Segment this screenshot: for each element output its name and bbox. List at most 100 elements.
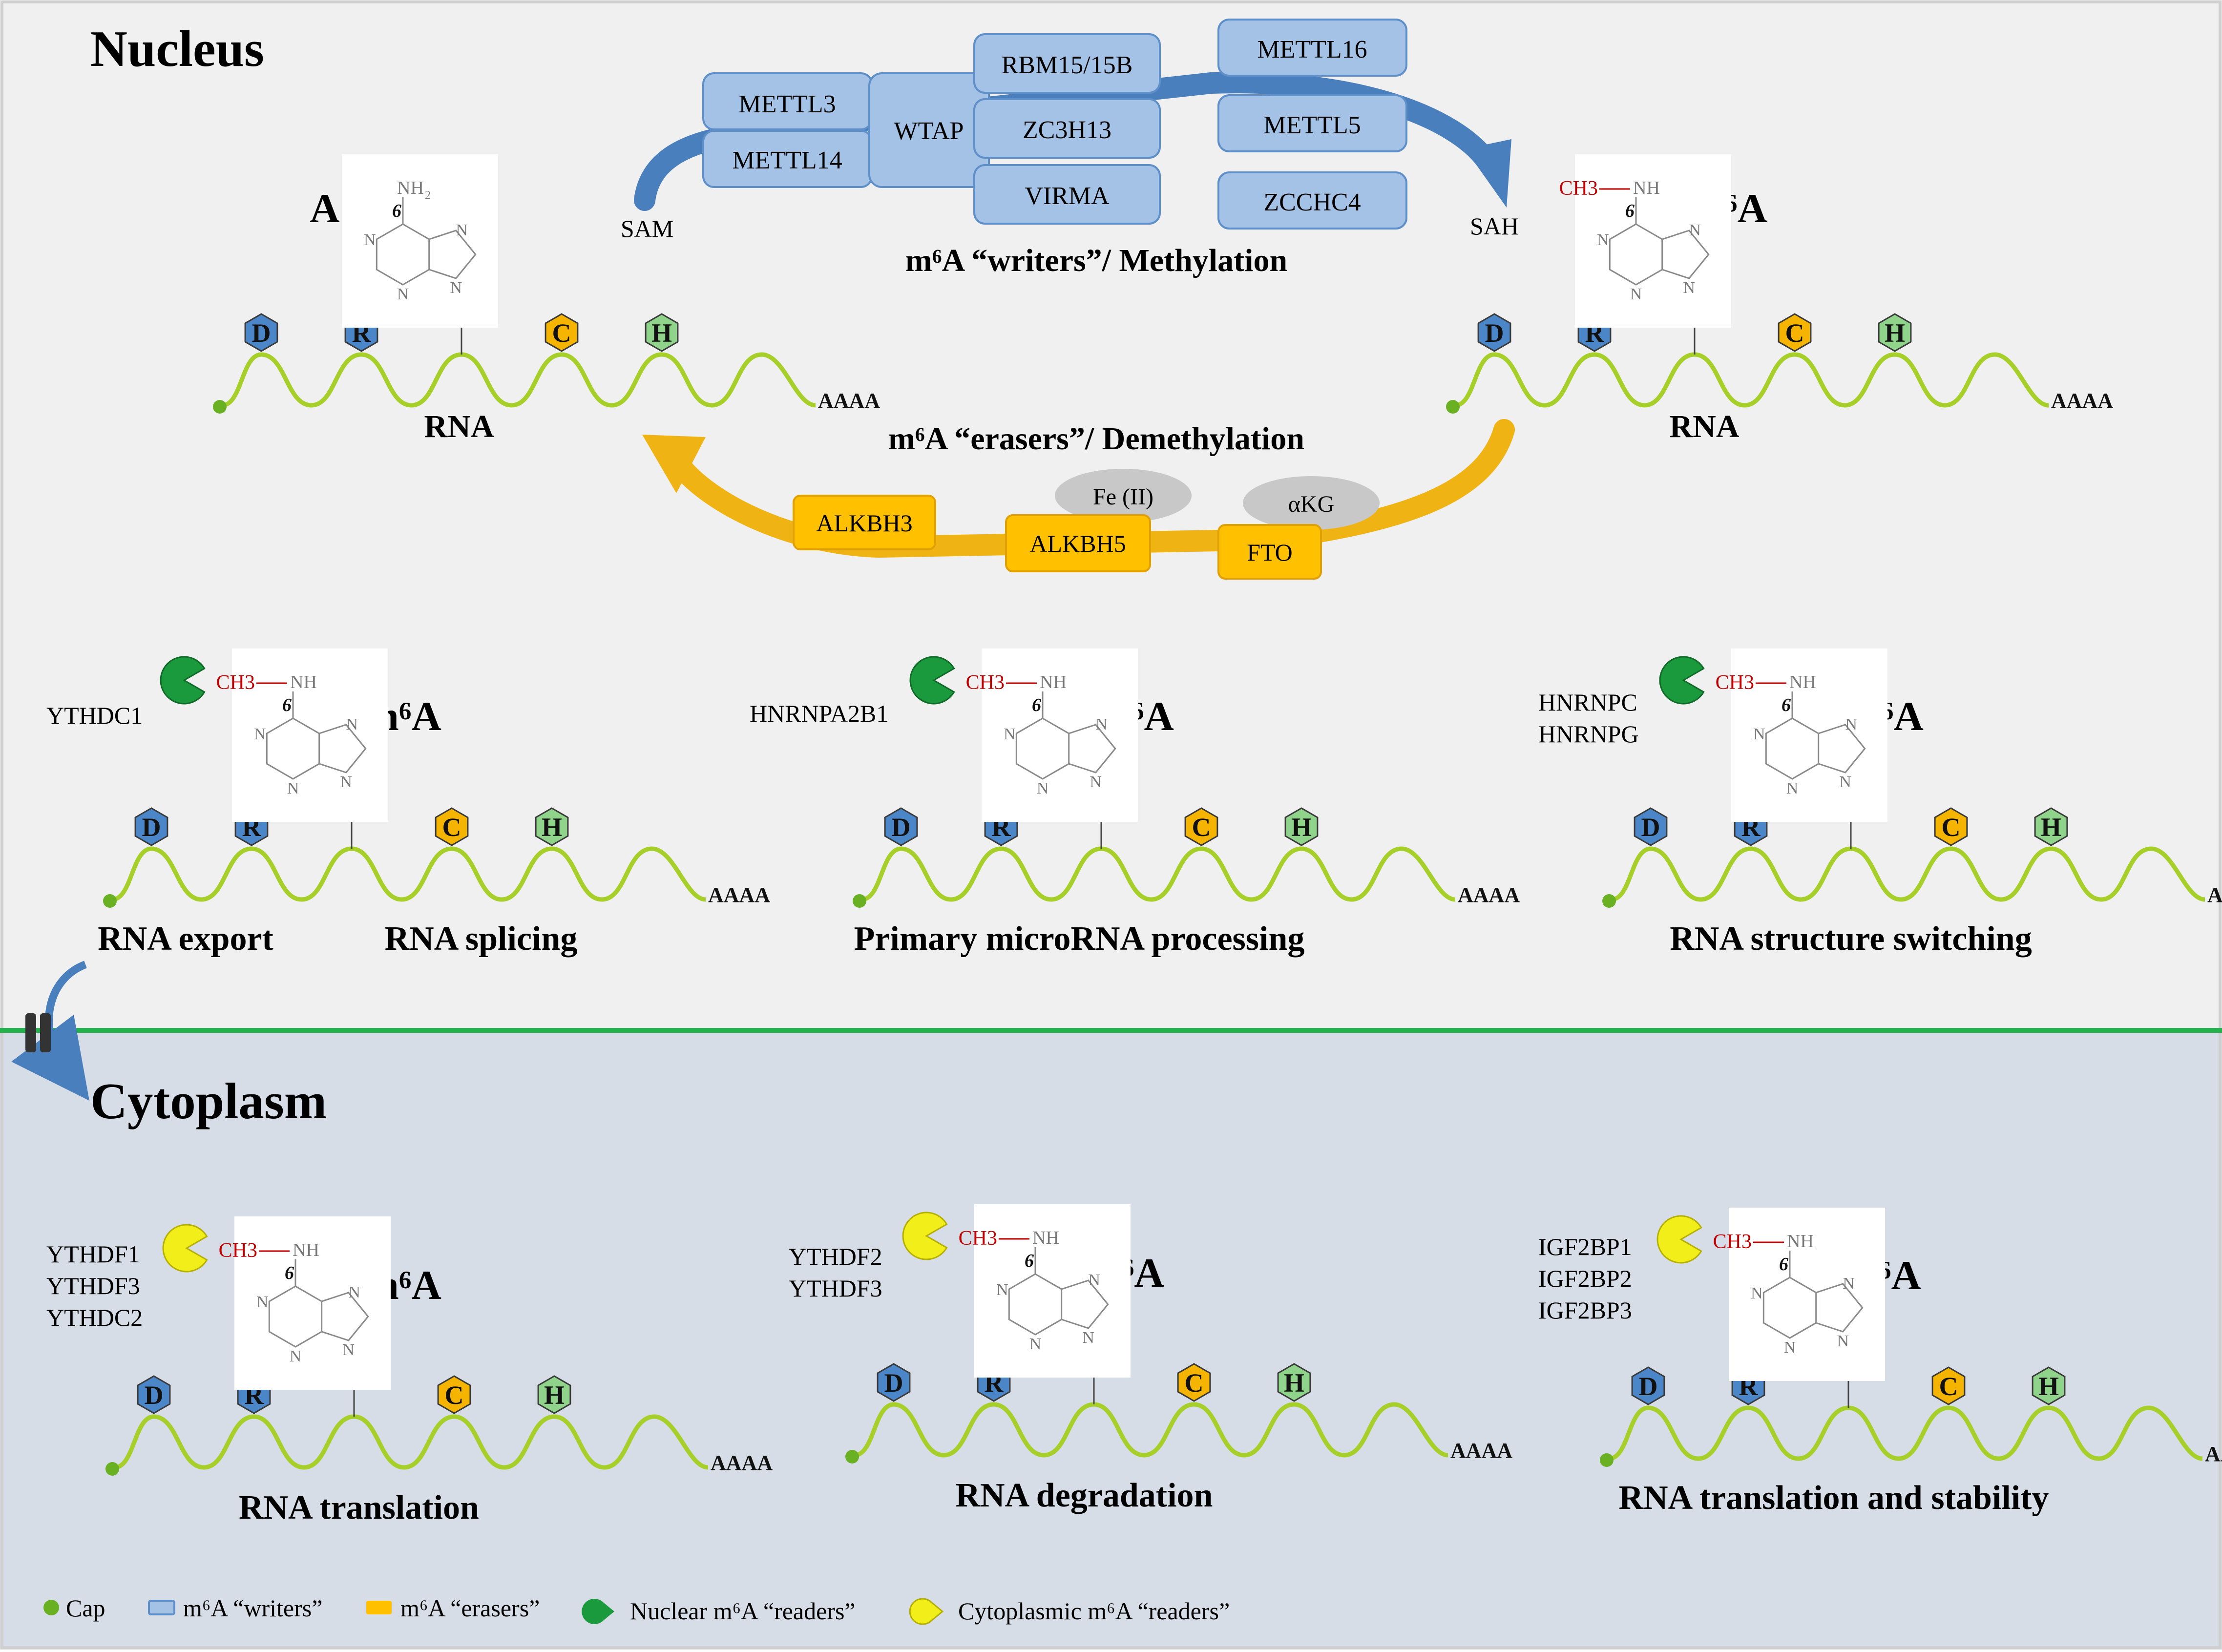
nuclear-2-n7-label: N bbox=[1095, 715, 1108, 733]
top-right-rna-strand bbox=[1455, 352, 2049, 408]
writer-box-mettl5[interactable] bbox=[1217, 94, 1407, 152]
cyto-2-yellow-pacman-icon bbox=[902, 1212, 948, 1260]
writer-box-zcchc4[interactable] bbox=[1217, 171, 1407, 230]
cyto-3-rna-strand bbox=[1609, 1405, 2203, 1461]
cyto-3-n7-label: N bbox=[1843, 1275, 1855, 1293]
cyto-1-yellow-pacman-icon bbox=[162, 1224, 208, 1273]
cyto-1-n7-label: N bbox=[348, 1283, 360, 1301]
writer-box-zc3h13[interactable] bbox=[973, 98, 1161, 159]
cofactor-fe-ellipse bbox=[1055, 469, 1192, 523]
nuclear-1-hex-c-label: C bbox=[442, 813, 461, 842]
cyto-1-hex-d-label: D bbox=[145, 1380, 164, 1410]
cyto-3-position-label: 6 bbox=[1779, 1254, 1788, 1275]
eraser-fto-label: FTO bbox=[1247, 539, 1293, 566]
top-left-polya-label: AAAA bbox=[818, 389, 880, 413]
methylation-arrowhead-icon bbox=[1465, 139, 1511, 208]
cyto-1-n3-label: N bbox=[290, 1347, 302, 1365]
cyto-1-cap-icon bbox=[105, 1462, 119, 1476]
top-right-ch3-label: CH3 bbox=[1559, 177, 1598, 200]
cyto-1-hex-d-icon bbox=[137, 1375, 171, 1414]
writer-virma-label: VIRMA bbox=[1025, 182, 1110, 210]
nuclear-reader-1-label: YTHDC1 bbox=[46, 702, 143, 729]
nuclear-3-n1-label: N bbox=[1753, 725, 1765, 743]
cyto-3-n1-label: N bbox=[1751, 1284, 1763, 1302]
nuclear-1-base-backdrop bbox=[232, 648, 388, 822]
eraser-box-alkbh3[interactable] bbox=[793, 495, 936, 550]
nuclear-2-nh-label: NH bbox=[1040, 672, 1067, 692]
nuclear-2-ch3-label: CH3 bbox=[966, 671, 1005, 694]
writer-box-mettl16[interactable] bbox=[1217, 19, 1407, 77]
cyto-1-n1-label: N bbox=[256, 1293, 269, 1311]
nuclear-1-adenine-structure bbox=[266, 691, 367, 780]
function-rna-splicing: RNA splicing bbox=[385, 920, 578, 958]
function-rna-translation: RNA translation bbox=[239, 1489, 479, 1527]
nuclear-1-hex-h-icon bbox=[535, 807, 569, 846]
top-left-n9-label: N bbox=[450, 279, 462, 297]
top-right-polya-label: AAAA bbox=[2051, 389, 2113, 413]
cyto-1-hex-c-icon bbox=[437, 1375, 471, 1414]
top-left-position-label: 6 bbox=[392, 201, 401, 221]
writer-box-rbm15[interactable] bbox=[973, 33, 1161, 94]
top-left-n7-label: N bbox=[456, 221, 468, 239]
cyto-1-hex-h-label: H bbox=[544, 1380, 565, 1410]
cyto-2-ch3-label: CH3 bbox=[959, 1227, 997, 1250]
nuclear-2-hex-h-label: H bbox=[1291, 813, 1312, 842]
nuclear-pore-left-icon bbox=[25, 1013, 36, 1052]
top-right-hex-h-label: H bbox=[1885, 318, 1905, 348]
cyto-3-adenine-structure bbox=[1762, 1251, 1864, 1339]
cyto-3-cap-icon bbox=[1600, 1453, 1614, 1467]
nuclear-2-position-label: 6 bbox=[1032, 695, 1041, 715]
legend-writers-label: m⁶A “writers” bbox=[183, 1594, 322, 1622]
legend-yellow-pacman-icon bbox=[909, 1598, 944, 1625]
nuclear-2-hex-c-label: C bbox=[1192, 813, 1211, 842]
nuclear-2-rna-strand bbox=[861, 846, 1456, 902]
cofactor-akg-ellipse bbox=[1243, 476, 1380, 530]
eraser-box-alkbh5[interactable] bbox=[1005, 514, 1151, 572]
nuclear-3-n7-label: N bbox=[1845, 715, 1857, 733]
function-rna-translation-stability: RNA translation and stability bbox=[1619, 1479, 2049, 1517]
nuclear-2-n3-label: N bbox=[1037, 779, 1049, 797]
nuclear-2-polya-label: AAAA bbox=[1458, 883, 1520, 907]
cyto-reader-2a-label: YTHDF2 bbox=[789, 1243, 882, 1270]
nuclear-3-adenine-structure bbox=[1765, 691, 1866, 780]
cyto-3-n3-label: N bbox=[1784, 1338, 1796, 1357]
writer-mettl14-label: METTL14 bbox=[732, 146, 842, 174]
top-right-hex-d-icon bbox=[1477, 313, 1511, 352]
cyto-2-hex-d-icon bbox=[877, 1363, 911, 1402]
legend-cap-icon bbox=[43, 1600, 59, 1615]
nuclear-2-cap-icon bbox=[853, 894, 866, 908]
cyto-reader-1a-label: YTHDF1 bbox=[46, 1240, 140, 1268]
cyto-reader-3b-label: IGF2BP2 bbox=[1538, 1265, 1632, 1292]
cyto-1-hex-c-label: C bbox=[445, 1380, 464, 1410]
nuclear-2-n1-label: N bbox=[1004, 725, 1016, 743]
cyto-3-hex-d-label: D bbox=[1639, 1372, 1658, 1401]
cyto-2-position-label: 6 bbox=[1025, 1251, 1034, 1271]
nuclear-1-n9-label: N bbox=[340, 773, 352, 791]
legend-erasers-label: m⁶A “erasers” bbox=[400, 1594, 540, 1622]
nuclear-1-green-pacman-icon bbox=[160, 656, 206, 705]
legend-nuclear-readers-label: Nuclear m⁶A “readers” bbox=[630, 1597, 856, 1625]
cyto-1-ch3-label: CH3 bbox=[219, 1239, 257, 1262]
writer-mettl5-label: METTL5 bbox=[1263, 111, 1361, 139]
top-right-hex-h-icon bbox=[1878, 313, 1912, 352]
nuclear-2-hex-d-label: D bbox=[892, 813, 911, 842]
nuclear-1-polya-label: AAAA bbox=[708, 883, 770, 907]
top-left-cap-icon bbox=[213, 400, 227, 414]
function-rna-degradation: RNA degradation bbox=[956, 1477, 1213, 1514]
nuclear-1-hex-d-icon bbox=[134, 807, 168, 846]
nuclear-2-green-pacman-icon bbox=[909, 656, 955, 705]
eraser-box-fto[interactable] bbox=[1217, 524, 1322, 580]
cyto-2-adenine-structure bbox=[1008, 1247, 1109, 1336]
writer-zc3h13-label: ZC3H13 bbox=[1023, 116, 1111, 144]
writer-box-virma[interactable] bbox=[973, 164, 1161, 225]
cyto-1-hex-h-icon bbox=[537, 1375, 571, 1414]
nuclear-pore-right-icon bbox=[40, 1013, 51, 1052]
cyto-3-polya-label: AAAA bbox=[2205, 1442, 2222, 1466]
cofactor-akg-label: αKG bbox=[1288, 491, 1334, 517]
legend-writer-box-icon bbox=[148, 1600, 175, 1615]
cyto-2-hex-c-label: C bbox=[1185, 1368, 1204, 1398]
nucleus-title: Nucleus bbox=[90, 20, 264, 77]
cyto-2-n1-label: N bbox=[996, 1281, 1008, 1299]
